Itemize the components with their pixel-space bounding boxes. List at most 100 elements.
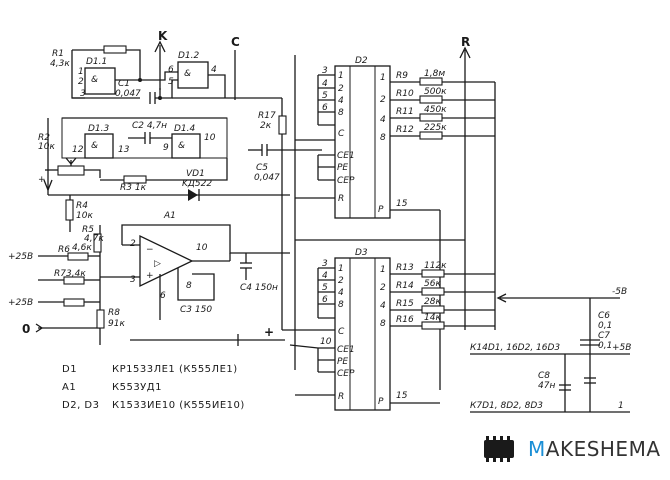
d3-out-4: 4 (380, 301, 386, 311)
parts-legend: D1 КР1533ЛЕ1 (К555ЛЕ1) A1 К553УД1 D2, D3… (62, 364, 244, 411)
r17-value: 2к (260, 121, 272, 131)
r14-label: R14 (396, 281, 414, 291)
r6-label: R6 (58, 245, 70, 255)
d2-pin-p: P (378, 205, 384, 215)
legend-ref-d2d3: D2, D3 (62, 400, 99, 411)
d2-pin-cep: CEP (337, 176, 355, 186)
input-plus-25-b: +25В (8, 298, 33, 308)
resistor-r17 (278, 115, 287, 135)
d3-pin-6: 6 (322, 295, 328, 305)
svg-text:&: & (178, 141, 185, 151)
gate-d1-3: & (84, 133, 114, 159)
a1-pin-10: 10 (196, 243, 208, 253)
counter-d3 (334, 257, 391, 411)
svg-text:+: + (38, 175, 46, 185)
a1-pin-3: 3 (130, 275, 136, 285)
resistor-r1 (103, 45, 127, 54)
r16-label: R16 (396, 315, 414, 325)
d3-pin-pe: PE (337, 357, 348, 367)
d1-1-pin-1: 1 (78, 67, 84, 77)
d3-out-8: 8 (380, 319, 386, 329)
d2-pin-c: C (338, 129, 345, 139)
c8-value: 47н (538, 381, 555, 391)
chip-icon (484, 436, 514, 462)
d3-pin-p: P (378, 397, 384, 407)
d2-in-p4: 4 (338, 96, 344, 106)
c7-label: C7 (598, 331, 610, 341)
svg-text:▷: ▷ (154, 259, 161, 269)
r4-label: R4 (76, 201, 88, 211)
input-terminals (35, 252, 100, 333)
r9-label: R9 (396, 71, 408, 81)
gate-d1-4: & (171, 133, 201, 159)
power-section (470, 293, 630, 413)
a1-label: A1 (163, 211, 176, 221)
d3-pin-3: 3 (322, 259, 328, 269)
d1-2-pin-6: 6 (168, 65, 174, 75)
a1-pin-8: 8 (186, 281, 192, 291)
d2-inputs (295, 74, 335, 199)
r13-value: 112к (424, 261, 447, 271)
resistor-r4 (65, 199, 74, 221)
d1-lower-wiring (61, 117, 228, 159)
r10-label: R10 (396, 89, 414, 99)
d1-3-label: D1.3 (88, 124, 110, 134)
d3-in-p8: 8 (338, 300, 344, 310)
d2-pin-pe: PE (337, 163, 348, 173)
resistor-r3 (123, 175, 147, 184)
r6-value: 4,6к (72, 243, 92, 253)
k7-label: К7D1, 8D2, 8D3 (470, 401, 543, 411)
d1-3-pin-12: 12 (72, 145, 84, 155)
legend-part-a1: К553УД1 (112, 382, 162, 393)
legend-ref-a1: A1 (62, 382, 76, 393)
input-zero: 0 (22, 322, 30, 336)
rail-one-label: 1 (618, 401, 624, 411)
c6-value: 0,1 (598, 321, 612, 331)
d2-label: D2 (355, 56, 368, 66)
r12-label: R12 (396, 125, 414, 135)
c2-label: C2 4,7н (132, 121, 167, 131)
a1-pin-6: 6 (160, 291, 166, 301)
d1-1-pin-3: 3 (80, 89, 86, 99)
d2-in-p8: 8 (338, 108, 344, 118)
logo-accent: M (528, 437, 546, 461)
d3-pin-c: C (338, 327, 345, 337)
left-feed: + (38, 118, 290, 196)
bus-c-label: C (231, 35, 240, 49)
r16-value: 14к (424, 313, 441, 323)
svg-text:&: & (184, 69, 191, 79)
c4-label: C4 150н (240, 283, 278, 293)
d3-out-2: 2 (380, 283, 386, 293)
d1-4-pin-9: 9 (163, 143, 169, 153)
r13-label: R13 (396, 263, 414, 273)
c3-label: C3 150 (180, 305, 212, 315)
makeshema-logo: MAKESHEMA (478, 432, 661, 466)
d1-2-label: D1.2 (178, 51, 200, 61)
d1-4-pin-10: 10 (204, 133, 216, 143)
counter-d2 (334, 65, 391, 219)
d2-pin-r: R (338, 194, 344, 204)
d1-4-label: D1.4 (174, 124, 196, 134)
r1-value: 4,3к (50, 59, 70, 69)
r9-value: 1,8м (424, 69, 445, 79)
d2-out-1: 1 (380, 73, 386, 83)
c1-value: 0,047 (115, 89, 141, 99)
opamp-wiring (99, 224, 290, 320)
r8-label: R8 (108, 308, 120, 318)
r10-value: 500к (424, 87, 447, 97)
r2-value: 10к (38, 142, 55, 152)
r14-value: 56к (424, 279, 441, 289)
d3-pin-4: 4 (322, 271, 328, 281)
plus-5v-label: +5В (612, 343, 631, 353)
r15-label: R15 (396, 299, 414, 309)
d1-2-pin-5: 5 (168, 77, 174, 87)
r3-wiring (100, 158, 228, 181)
r17-label: R17 (258, 111, 276, 121)
d2-pin-6: 6 (322, 103, 328, 113)
svg-text:&: & (91, 75, 98, 85)
r8-value: 91к (108, 319, 125, 329)
c8-label: C8 (538, 371, 550, 381)
bottom-rail (130, 334, 285, 346)
c5-capacitor (248, 144, 322, 156)
svg-text:+: + (146, 271, 154, 281)
